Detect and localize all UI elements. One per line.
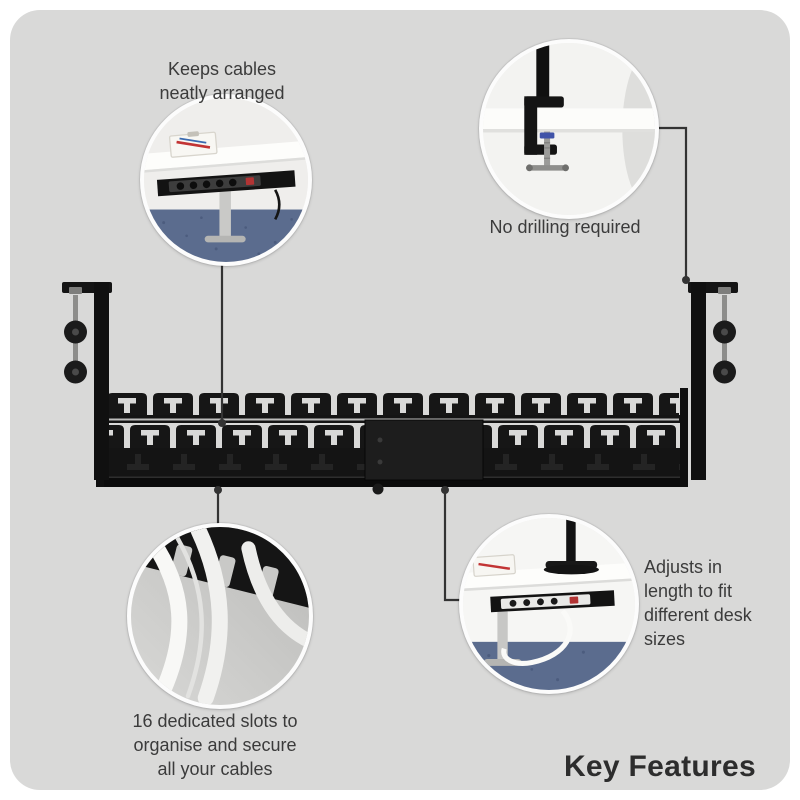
feature-line: all your cables xyxy=(157,758,273,779)
monitor-stand xyxy=(543,518,599,575)
photo-circle-slots xyxy=(127,523,313,709)
feature-line: No drilling required xyxy=(489,217,641,237)
feature-line: organise and secure xyxy=(133,734,297,755)
feature-line: sizes xyxy=(644,628,686,649)
photo-circle-keeps-cables-neat xyxy=(140,94,312,266)
callout-dot-no-drilling xyxy=(682,276,690,284)
callout-line-no-drilling xyxy=(648,126,688,280)
carpet-texture xyxy=(162,216,293,256)
photo-circle-adjustable xyxy=(459,514,639,694)
standing-desk-with-tray-photo xyxy=(463,518,635,690)
feature-label-keeps-cables-neat: Keeps cables neatly arranged xyxy=(132,58,312,106)
desk-top xyxy=(144,140,308,171)
photo-circle-no-drilling xyxy=(479,39,659,219)
tray-body xyxy=(96,388,688,495)
callout-dot-slots xyxy=(214,486,222,494)
callout-dot-neat xyxy=(218,419,226,427)
feature-line: Keeps cables xyxy=(167,59,277,79)
feature-line: Adjusts in xyxy=(644,557,723,577)
feature-line: 16 dedicated slots to xyxy=(132,711,298,731)
feature-label-no-drilling: No drilling required xyxy=(470,216,660,240)
callout-dot-adjust xyxy=(441,486,449,494)
feature-label-adjustable: Adjusts in length to fit different desk … xyxy=(644,556,789,652)
telescoping-junction xyxy=(364,419,484,495)
feature-line: different desk xyxy=(644,604,752,625)
desk-clamp xyxy=(524,43,569,172)
cable-slots-closeup-photo xyxy=(131,527,309,705)
clipboard-with-pens xyxy=(168,131,218,158)
under-desk-tray-with-power-strip xyxy=(490,590,615,613)
feature-line: neatly arranged xyxy=(159,82,285,103)
page-title: Key Features xyxy=(563,750,756,783)
clipboard-with-pen xyxy=(472,554,516,577)
callout-line-adjust xyxy=(443,490,462,602)
cable-tray-product-illustration xyxy=(62,282,738,495)
feature-label-slots: 16 dedicated slots to organise and secur… xyxy=(112,710,318,782)
desk-edge-clamp-photo xyxy=(483,43,655,215)
desk-leg xyxy=(219,183,231,240)
desk-leg xyxy=(497,600,508,663)
desk-top xyxy=(483,108,655,131)
white-cables xyxy=(144,527,309,705)
cable xyxy=(274,189,281,220)
white-cable xyxy=(501,609,573,666)
under-desk-tray-with-power-strip xyxy=(156,170,296,197)
feature-line: length to fit xyxy=(644,580,733,601)
left-desk-clamp xyxy=(62,282,112,480)
desk-with-under-desk-cable-tray-photo xyxy=(144,98,308,262)
